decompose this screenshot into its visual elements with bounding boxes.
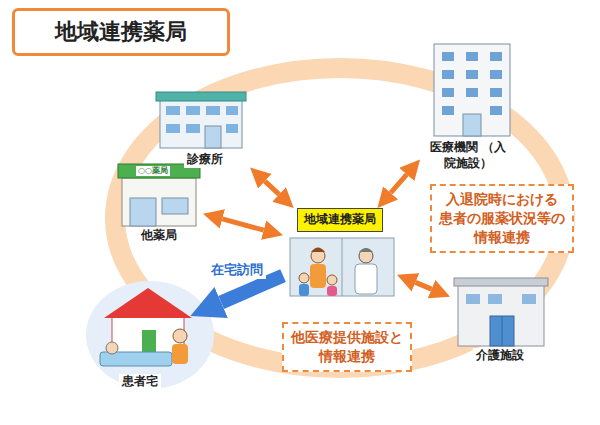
link-arrow: [265, 181, 279, 194]
hospital-illustration: [434, 44, 510, 136]
visit-arrow: [221, 276, 283, 303]
pharmacy-illustration: [118, 164, 200, 226]
title-box: 地域連携薬局: [12, 8, 230, 56]
facility-node: 医療機関 （入院施設）: [420, 38, 516, 171]
clinic-illustration: [156, 92, 246, 148]
facility-node: 患者宅: [90, 286, 190, 390]
hub-pharmacy: 地域連携薬局: [283, 208, 397, 294]
patient-home-illustration: [86, 281, 214, 389]
link-arrow: [391, 174, 407, 192]
illustration-space: [90, 286, 190, 374]
info-callout: 入退院時における 患者の服薬状況等の 情報連携: [430, 184, 574, 253]
shop-sign: ○○薬局: [136, 166, 170, 176]
facility-node: 介護施設: [450, 272, 550, 364]
illustration-space: [420, 38, 516, 140]
node-label: 介護施設: [473, 348, 527, 364]
node-label: 診療所: [184, 152, 226, 168]
node-label: 地域連携薬局: [297, 208, 383, 232]
node-label: 他薬局: [138, 228, 180, 244]
info-callout: 他医療提供施設と 情報連携: [282, 322, 412, 372]
illustration-space: [155, 84, 255, 152]
edge-label: 在宅訪問: [208, 261, 266, 279]
care-facility-illustration: [454, 278, 548, 346]
node-label: 患者宅: [119, 374, 161, 390]
node-label: 医療機関 （入院施設）: [423, 140, 513, 171]
link-arrow: [415, 282, 431, 289]
link-arrow: [222, 219, 263, 230]
illustration-space: [450, 272, 550, 348]
illustration-space: [283, 232, 397, 294]
community-pharmacy-illustration: [290, 238, 394, 296]
facility-node: 診療所: [155, 84, 255, 168]
